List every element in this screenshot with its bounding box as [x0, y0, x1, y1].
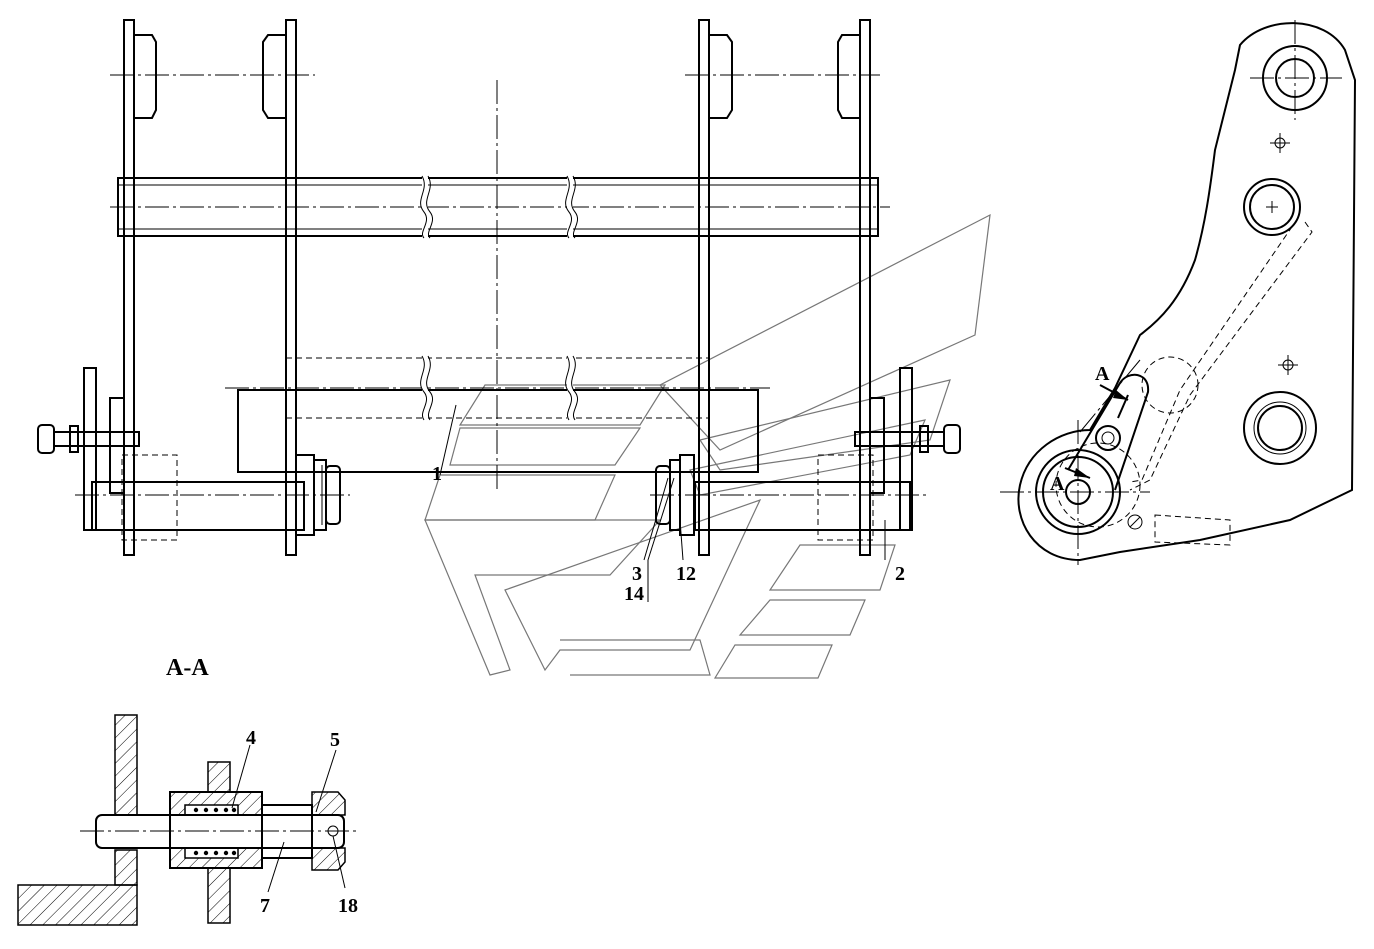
callout-18: 18 [338, 895, 358, 917]
callout-5: 5 [330, 729, 340, 751]
bracket-outline [1017, 22, 1357, 562]
phantom-pedal [1154, 514, 1231, 546]
left-lock-bar [91, 481, 305, 531]
base-plate [17, 884, 138, 926]
nut-upper [311, 791, 346, 816]
right-inner-plate [698, 19, 710, 556]
lower-bore [1243, 391, 1317, 465]
middle-bore [1243, 178, 1301, 236]
wall-lower [114, 849, 138, 886]
left-inner-plate [285, 19, 297, 556]
callout-4: 4 [246, 727, 256, 749]
top-boss-left-2 [262, 34, 287, 119]
top-boss-right-2 [837, 34, 861, 119]
callout-7: 7 [260, 895, 270, 917]
section-mark-top: A [1095, 363, 1110, 385]
top-boss-left-1 [133, 34, 157, 119]
left-outer-plate [123, 19, 135, 556]
front-view-assembly [37, 19, 961, 556]
section-mark-bottom: A [1050, 473, 1065, 495]
spring [184, 804, 239, 859]
side-view-bracket: A A [1000, 20, 1357, 565]
phantom-circle [1141, 356, 1199, 414]
left-knob [37, 424, 55, 454]
left-end-plate [83, 367, 97, 531]
right-outer-plate [859, 19, 871, 556]
callout-2: 2 [895, 563, 905, 585]
front-view-callouts: 1 2 3 14 12 [432, 404, 905, 605]
top-boss-right-1 [708, 34, 733, 119]
right-knob [943, 424, 961, 454]
lever-arm [1067, 373, 1150, 491]
callout-12: 12 [676, 563, 696, 585]
section-a-a: A-A 4 [17, 655, 360, 926]
callout-1: 1 [432, 463, 442, 485]
bracket-plate-lower [207, 867, 231, 924]
bracket-plate-upper [207, 761, 231, 793]
lower-shaft-body [237, 389, 759, 473]
wall-upper [114, 714, 138, 816]
callout-3: 3 [632, 563, 642, 585]
right-end-plate [899, 367, 913, 531]
callout-14: 14 [624, 583, 644, 605]
section-title: A-A [166, 655, 209, 681]
